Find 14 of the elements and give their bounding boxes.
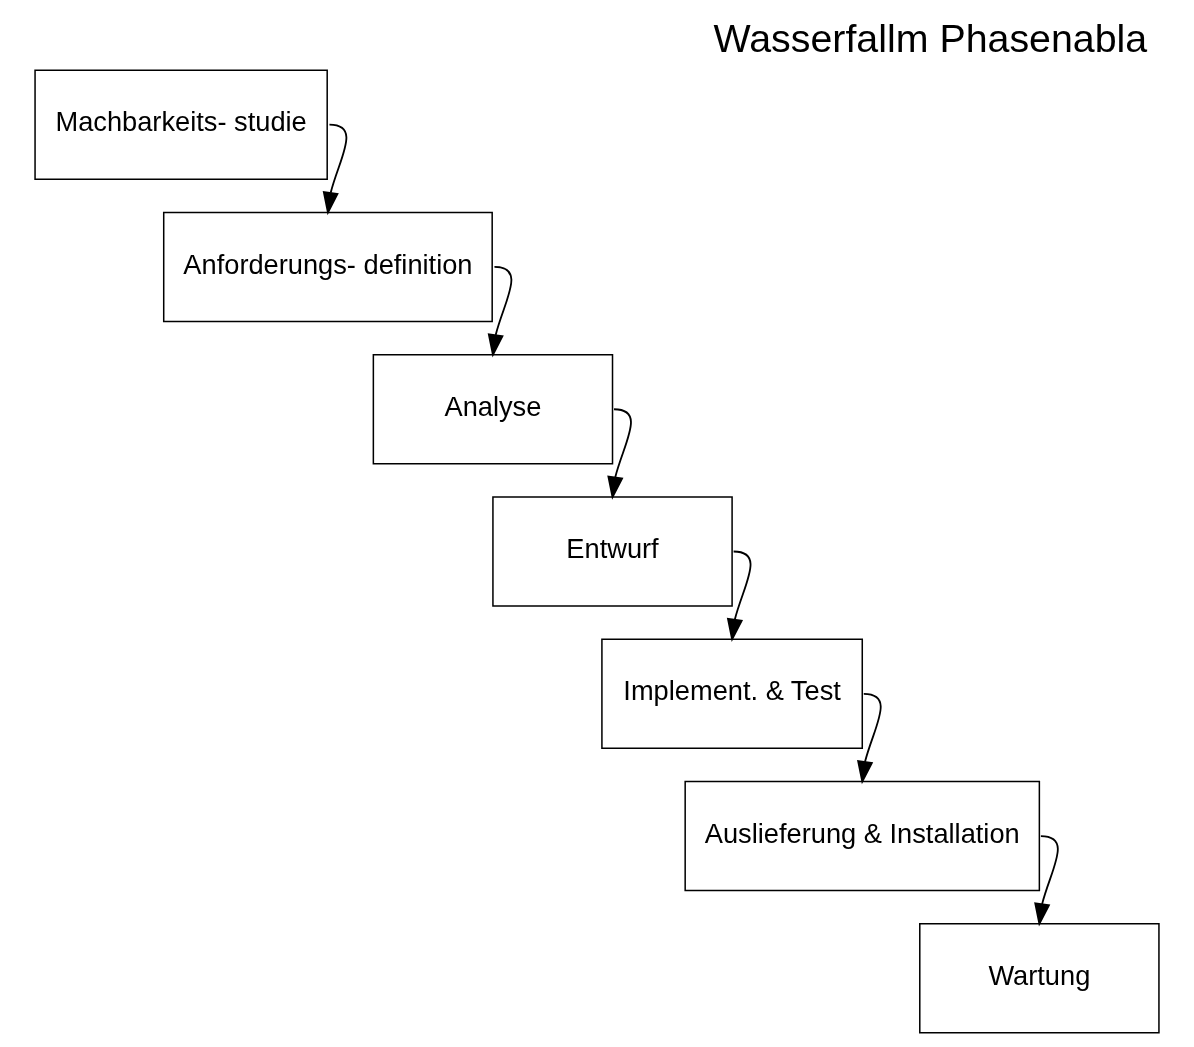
arrow <box>322 123 348 216</box>
node-box: Auslieferung & Installation <box>684 780 1041 892</box>
node-box: Wartung <box>919 923 1160 1034</box>
arrow <box>1034 835 1059 927</box>
arrow <box>857 692 882 785</box>
node-box: Implement. & Test <box>601 638 864 750</box>
node-box: Machbarkeits- studie <box>34 69 328 180</box>
node-box: Entwurf <box>492 496 733 607</box>
node-box: Analyse <box>372 353 614 465</box>
diagram-title: Wasserfallm Phasenabla <box>713 15 1148 60</box>
arrow <box>487 266 513 358</box>
arrow <box>726 550 752 642</box>
arrow <box>607 408 632 500</box>
node-box: Anforderungs- definition <box>162 211 493 323</box>
